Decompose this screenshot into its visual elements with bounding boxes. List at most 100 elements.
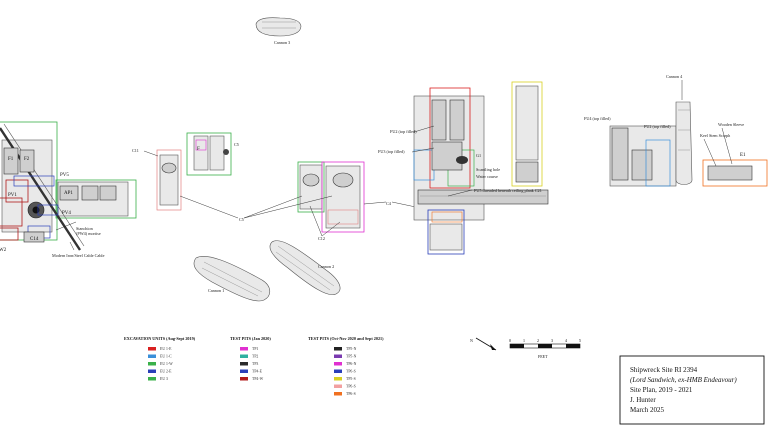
f1-label: F1 bbox=[8, 157, 14, 162]
fu5-threaded-label: FU5 threaded beneath ceiling plank C21 bbox=[474, 188, 542, 193]
c4-center-label: C4 bbox=[386, 201, 392, 206]
pv5-label: PV5 bbox=[60, 173, 69, 178]
f2-label: F2 bbox=[24, 157, 30, 162]
c14-label: C14 bbox=[30, 237, 39, 242]
legend-item-label: TP5-S bbox=[346, 377, 356, 381]
legend-swatch bbox=[148, 362, 156, 366]
pv4-label: PV4 bbox=[62, 211, 71, 216]
c11-label: C11 bbox=[132, 148, 139, 153]
legend-swatch bbox=[240, 377, 248, 381]
wooden-sleeve-label: Wooden Sleeve bbox=[718, 122, 744, 127]
c12-label: C12 bbox=[318, 236, 325, 241]
scale-tick-label: 3 bbox=[551, 338, 553, 343]
legend-swatch bbox=[148, 354, 156, 358]
water-course-label: Water course bbox=[476, 174, 498, 179]
legend-item-label: TP1 bbox=[252, 347, 258, 351]
cannon-2-label: Cannon 2 bbox=[318, 264, 334, 269]
f-unit: F C5 bbox=[186, 132, 239, 176]
pw4-mortise-label: (PW4) mortise bbox=[76, 231, 101, 236]
scale-tick-label: 0 bbox=[509, 338, 511, 343]
legend-item-label: TP5-N bbox=[346, 347, 357, 351]
title-line-1: Shipwreck Site RI 2394 bbox=[630, 366, 698, 374]
legend-swatch bbox=[148, 369, 156, 373]
scale-unit-label: FEET bbox=[538, 354, 548, 359]
legend-swatch bbox=[334, 392, 342, 396]
legend-tp2021-title: TEST PITS (Oct-Nov 2020 and Sept 2021) bbox=[308, 336, 384, 341]
cannon-1-label: Cannon 1 bbox=[208, 288, 224, 293]
legend-tp2020-title: TEST PITS (Jan 2020) bbox=[230, 336, 271, 341]
legend-swatch bbox=[148, 377, 156, 381]
legend-item-label: TP4-W bbox=[252, 377, 264, 381]
legend-swatch bbox=[148, 347, 156, 351]
scantling-hole-label: Scantling hole bbox=[476, 167, 500, 172]
scale-tick-label: 4 bbox=[565, 338, 567, 343]
north-arrow: N bbox=[470, 337, 497, 351]
legend-swatch bbox=[240, 347, 248, 351]
stanchion-label: Stanchion bbox=[76, 226, 94, 231]
cannon-2-drawing: Cannon 2 bbox=[269, 240, 341, 296]
legend-item-label: TP6-S bbox=[346, 370, 356, 374]
legend-item-label: TP4-E bbox=[252, 370, 263, 374]
title-line-3: Site Plan, 2019 - 2021 bbox=[630, 386, 693, 394]
legend-swatch bbox=[240, 369, 248, 373]
legend: EXCAVATION UNITS (Aug-Sept 2019) EU 1-E E… bbox=[124, 336, 384, 396]
fu2-top-filled-right-label: FU2 (top filled) bbox=[644, 124, 671, 129]
title-line-5: March 2025 bbox=[630, 406, 665, 414]
legend-item-label: TP6-S bbox=[346, 385, 356, 389]
scale-tick-label: 5 bbox=[579, 338, 581, 343]
legend-swatch bbox=[334, 384, 342, 388]
legend-item-label: TP2 bbox=[252, 355, 258, 359]
fu4-top-filled-label: FU4 (top filled) bbox=[584, 116, 611, 121]
north-label: N bbox=[470, 338, 473, 343]
pv1-label: PV1 bbox=[8, 193, 17, 198]
legend-test-pits-2021: TEST PITS (Oct-Nov 2020 and Sept 2021) T… bbox=[308, 336, 384, 396]
legend-swatch bbox=[334, 377, 342, 381]
legend-swatch bbox=[240, 354, 248, 358]
scale-tick-label: 1 bbox=[523, 338, 525, 343]
legend-swatch bbox=[240, 362, 248, 366]
title-line-2: (Lord Sandwich, ex-HMB Endeavour) bbox=[630, 376, 737, 384]
ap1-label: AP1 bbox=[64, 191, 73, 196]
legend-item-label: TP6-S bbox=[346, 392, 356, 396]
w2-label: W2 bbox=[0, 248, 7, 253]
legend-item-label: TP3 bbox=[252, 362, 258, 366]
c11-unit: C11 bbox=[132, 148, 182, 211]
legend-item-label: EU 3 bbox=[160, 377, 168, 381]
scale-bar: 0 1 2 3 4 5 FEET bbox=[509, 338, 581, 359]
title-line-4: J. Hunter bbox=[630, 396, 656, 404]
cannon-4-label: Cannon 4 bbox=[666, 74, 683, 79]
legend-item-label: EU 1-E bbox=[160, 347, 172, 351]
legend-item-label: EU 2-E bbox=[160, 370, 172, 374]
title-block: Shipwreck Site RI 2394 (Lord Sandwich, e… bbox=[619, 355, 765, 425]
f-label: F bbox=[197, 147, 200, 152]
legend-excavation-title: EXCAVATION UNITS (Aug-Sept 2019) bbox=[124, 336, 196, 341]
legend-swatch bbox=[334, 369, 342, 373]
e1-label: E1 bbox=[740, 153, 746, 158]
legend-excavation-units: EXCAVATION UNITS (Aug-Sept 2019) EU 1-E E… bbox=[124, 336, 196, 381]
legend-item-label: TP5-N bbox=[346, 355, 357, 359]
legend-item-label: TP6-N bbox=[346, 362, 357, 366]
c5-label: C5 bbox=[234, 142, 239, 147]
cannon-3-label: Cannon 3 bbox=[274, 40, 290, 45]
scale-tick-label: 2 bbox=[537, 338, 539, 343]
modern-cable-label: Modern Iron/Steel Cable Cable bbox=[52, 253, 105, 258]
g1-label: G1 bbox=[476, 153, 481, 158]
cannon-1-drawing: Cannon 1 bbox=[193, 255, 271, 302]
c5-connector-lines: C5 C4 bbox=[179, 195, 431, 222]
central-hull-structure: FU2 (top filled) FU3 (top filled) G1 Sca… bbox=[378, 81, 549, 255]
c12-units: C12 bbox=[297, 161, 365, 241]
legend-swatch bbox=[334, 347, 342, 351]
legend-swatch bbox=[334, 362, 342, 366]
c5-center-label: C5 bbox=[239, 217, 244, 222]
legend-item-label: EU 1-C bbox=[160, 355, 172, 359]
fu3-top-filled-label: FU3 (top filled) bbox=[378, 149, 405, 154]
excavation-eu1-area: F1 F2 PV1 AP1 PV5 PV4 W2 C14 Stanchion (… bbox=[0, 121, 137, 258]
e1-area: Cannon 4 FU4 (top filled) FU2 (top fille… bbox=[584, 74, 768, 187]
legend-item-label: EU 1-W bbox=[160, 362, 173, 366]
legend-swatch bbox=[334, 354, 342, 358]
fu2-top-filled-label: FU2 (top filled) bbox=[390, 129, 417, 134]
keel-scarph-label: Keel Stem Scarph bbox=[700, 133, 731, 138]
cannon-3-drawing: Cannon 3 bbox=[255, 17, 302, 45]
